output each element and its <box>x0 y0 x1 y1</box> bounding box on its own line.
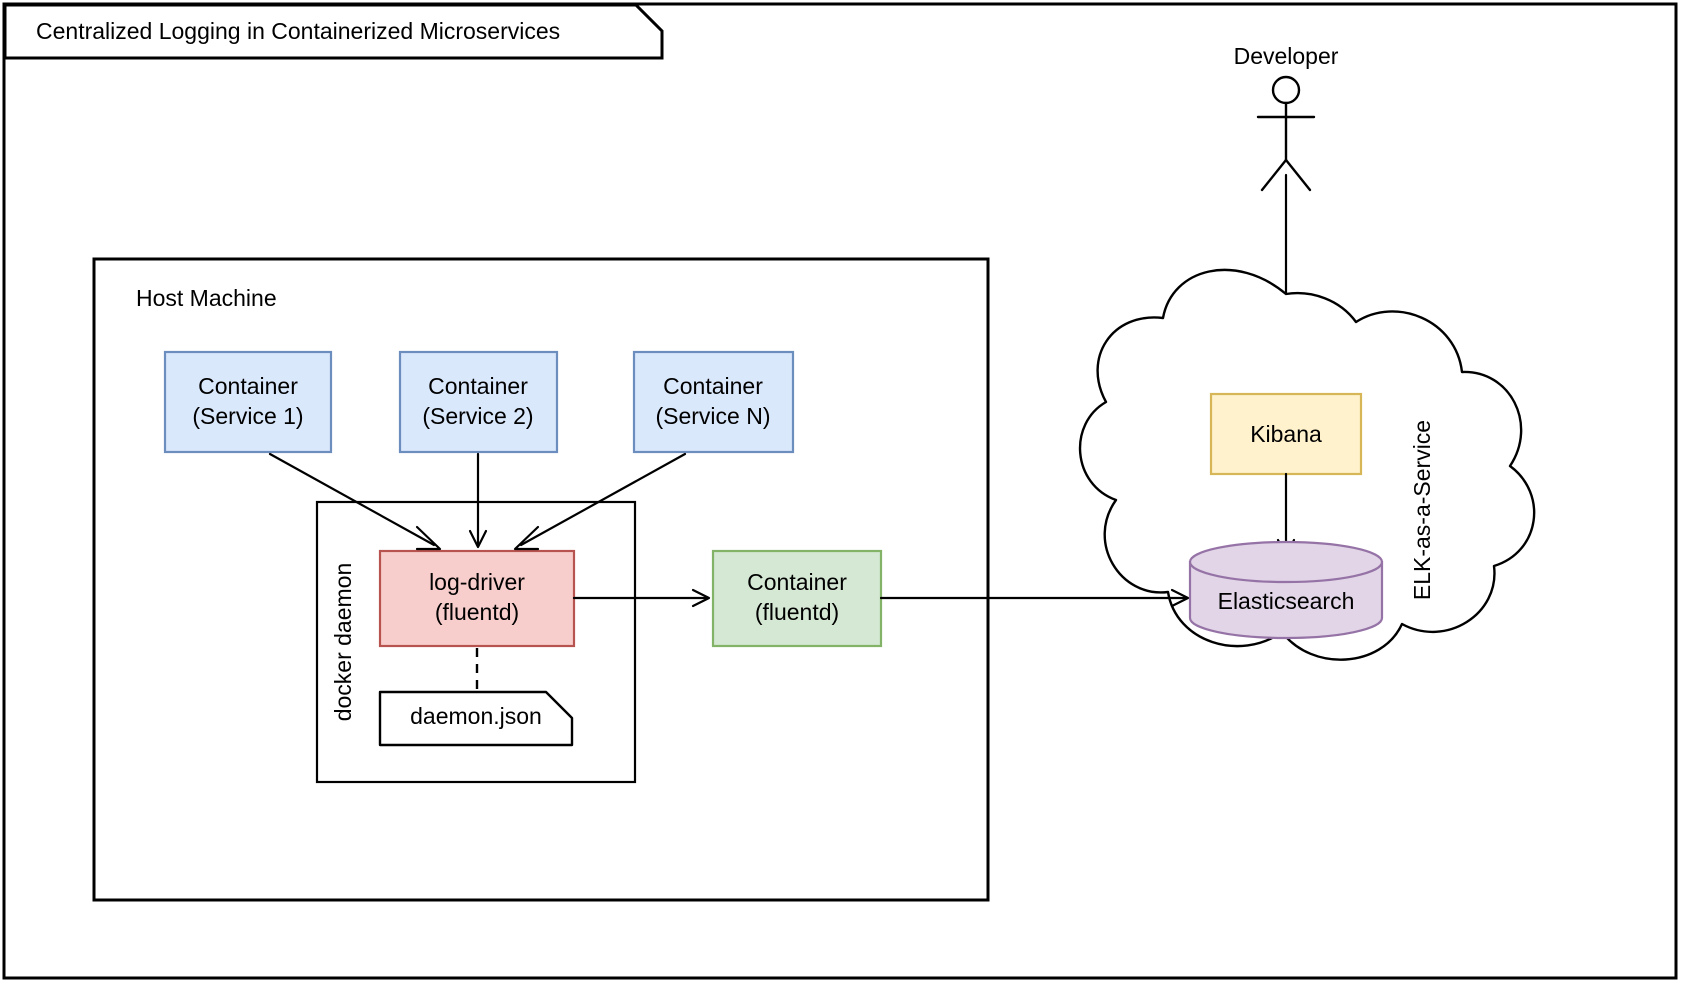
stick-figure-actor-icon <box>1256 75 1316 192</box>
edge-fluentd-to-elasticsearch <box>879 588 1190 608</box>
fluentd-container-box[interactable] <box>711 549 883 648</box>
title-banner-shape <box>3 3 664 60</box>
edge-service2-to-logdriver <box>468 452 488 549</box>
log-driver-line2: (fluentd) <box>435 599 519 625</box>
database-cylinder-icon[interactable] <box>1188 540 1384 640</box>
container-service-1-box[interactable] <box>163 350 333 454</box>
container-service-2-box[interactable] <box>398 350 559 454</box>
container-service-1-line2: (Service 1) <box>192 403 303 429</box>
fluentd-container-line2: (fluentd) <box>755 599 839 625</box>
docker-daemon-boundary <box>315 500 637 784</box>
note-document-icon[interactable] <box>378 690 574 747</box>
edge-servicen-to-logdriver <box>513 452 687 551</box>
cloud-label: ELK-as-a-Service <box>1409 420 1435 600</box>
container-service-2-line1: Container <box>428 373 528 399</box>
elasticsearch-label: Elasticsearch <box>1218 588 1355 614</box>
kibana-label: Kibana <box>1250 421 1322 447</box>
edge-logdriver-to-fluentd <box>572 588 711 608</box>
edge-service1-to-logdriver <box>268 452 442 551</box>
container-service-n-box[interactable] <box>632 350 795 454</box>
kibana-box[interactable] <box>1209 392 1363 476</box>
daemon-json-label: daemon.json <box>410 703 542 729</box>
container-service-n-line1: Container <box>663 373 763 399</box>
docker-daemon-label: docker daemon <box>330 563 356 722</box>
actor-label: Developer <box>1234 43 1339 69</box>
container-service-1-line1: Container <box>198 373 298 399</box>
container-service-2-line2: (Service 2) <box>422 403 533 429</box>
host-machine-boundary <box>92 257 990 902</box>
host-machine-label: Host Machine <box>136 285 277 311</box>
log-driver-line1: log-driver <box>429 569 525 595</box>
fluentd-container-line1: Container <box>747 569 847 595</box>
page-title: Centralized Logging in Containerized Mic… <box>36 18 560 44</box>
container-service-n-line2: (Service N) <box>655 403 770 429</box>
